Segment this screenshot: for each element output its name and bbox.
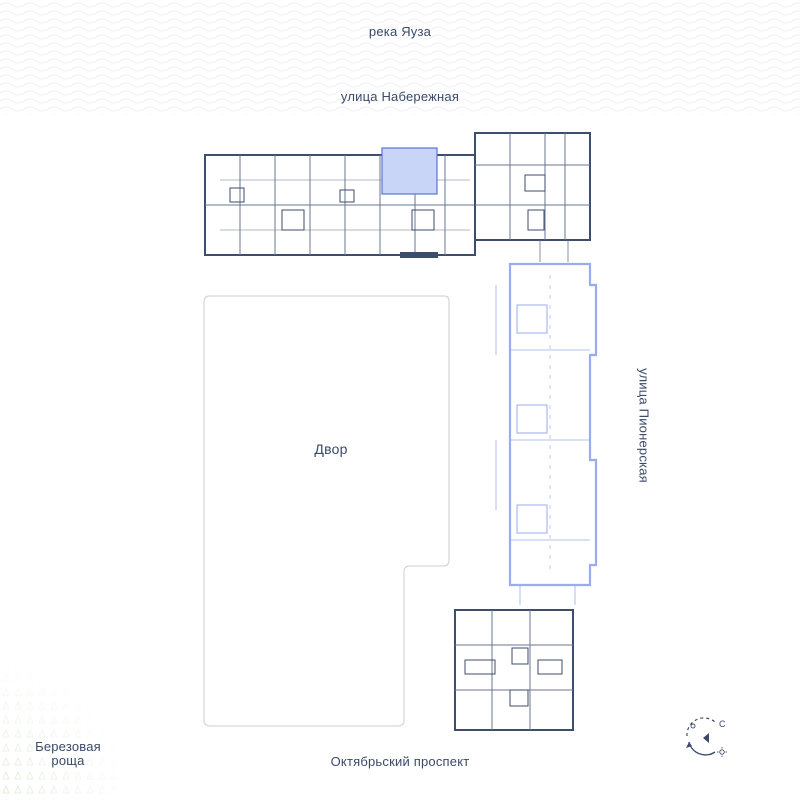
oktyabrsky-avenue-label: Октябрьский проспект (330, 754, 470, 769)
birch-grove-line-1: Березовая (35, 739, 101, 754)
building-south-east (454, 609, 574, 731)
direction-arrow-icon (703, 733, 709, 743)
river-label: река Яуза (368, 24, 432, 39)
courtyard-label: Двор (314, 441, 348, 457)
building-north-east (474, 132, 591, 262)
birch-grove-line-2: роща (51, 753, 85, 768)
pionerskaya-street-label: улица Пионерская (636, 368, 652, 483)
embankment-street-label: улица Набережная (340, 89, 460, 104)
river-waves (0, 0, 800, 115)
highlighted-apartment[interactable] (381, 147, 438, 195)
sun-icon (717, 747, 727, 757)
building-east-selected[interactable] (495, 262, 598, 605)
compass-icon[interactable]: С (679, 712, 729, 762)
birch-grove-label: Березовая роща (18, 740, 118, 768)
birch-grove-pattern (0, 640, 140, 800)
courtyard-outline (203, 295, 450, 727)
compass-north-letter: С (719, 719, 726, 729)
